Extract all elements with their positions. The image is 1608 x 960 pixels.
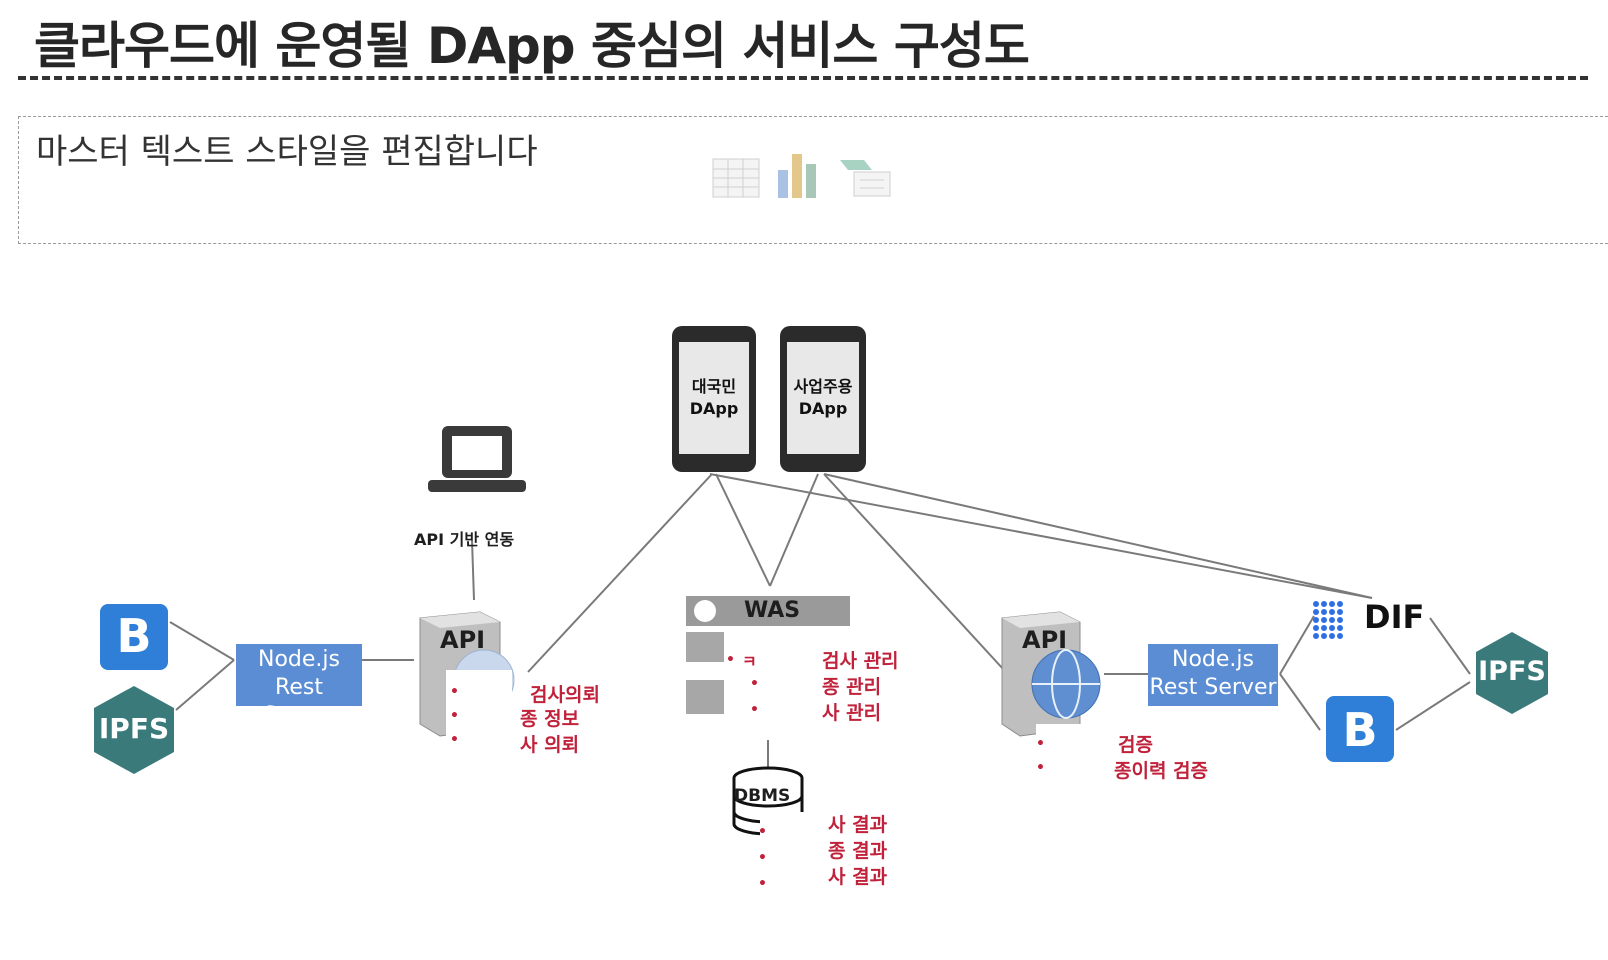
dbms-note-bullet: • [758, 824, 767, 840]
left-ipfs-label: IPFS [98, 712, 170, 745]
left-ipfs-hexagon [94, 686, 174, 774]
title-divider [18, 76, 1588, 80]
was-note-bullet: • [726, 652, 735, 668]
was-label: WAS [744, 598, 801, 623]
connector-lines [169, 473, 1471, 768]
left-overlay [446, 670, 512, 760]
left-blockchain-icon: B [100, 604, 168, 670]
phone-citizen-dapp [672, 326, 756, 472]
placeholder-text: 마스터 텍스트 스타일을 편집합니다 [36, 132, 538, 172]
was-block [686, 596, 850, 714]
slide-title: 클라우드에 운영될 DApp 중심의 서비스 구성도 [34, 17, 1030, 75]
dbms-overlay [760, 812, 826, 892]
phone-business-dapp [780, 326, 866, 472]
dbms-note: 종 결과 [828, 840, 888, 862]
was-note-prefix: ㅋ [742, 652, 757, 671]
svg-text:B: B [116, 609, 151, 663]
insert-table-icon[interactable] [712, 158, 762, 200]
was-dot [694, 600, 716, 622]
insert-chart-icon[interactable] [776, 150, 826, 200]
dbms-note: 사 결과 [828, 866, 888, 888]
right-overlay [1036, 724, 1112, 778]
insert-smartart-icon[interactable] [838, 158, 894, 200]
right-ipfs-hexagon [1476, 632, 1548, 714]
left-note-bullet: • [450, 684, 459, 700]
right-blockchain-icon: B [1326, 696, 1394, 762]
left-note-bullet: • [450, 732, 459, 748]
was-note: 사 관리 [822, 702, 882, 724]
right-globe-icon [1031, 649, 1101, 719]
right-note-bullet: • [1036, 760, 1045, 776]
dif-logo-mark [1313, 601, 1343, 639]
dif-label: DIF [1364, 598, 1425, 636]
svg-text:B: B [1342, 703, 1377, 757]
was-overlay [730, 644, 814, 728]
left-note: 검사의뢰 [530, 684, 600, 706]
left-note-bullet: • [450, 708, 459, 724]
content-placeholder[interactable] [18, 116, 1608, 244]
dbms-note-bullet: • [758, 850, 767, 866]
dbms-label: DBMS [734, 786, 791, 806]
dbms-note-bullet: • [758, 876, 767, 892]
was-note: 검사 관리 [822, 650, 899, 672]
left-note: 종 정보 [520, 708, 580, 730]
dbms-note: 사 결과 [828, 814, 888, 836]
laptop-icon [428, 426, 526, 492]
was-note-bullet: • [750, 702, 759, 718]
laptop-caption: API 기반 연동 [414, 530, 515, 549]
right-api-label: API [1022, 626, 1068, 654]
right-note: 종이력 검증 [1114, 760, 1209, 782]
left-note: 사 의뢰 [520, 734, 580, 756]
was-note-bullet: • [750, 676, 759, 692]
right-ipfs-label: IPFS [1478, 656, 1546, 687]
right-note-bullet: • [1036, 736, 1045, 752]
was-note: 종 관리 [822, 676, 882, 698]
left-api-label: API [440, 626, 486, 654]
right-note: 검증 [1118, 734, 1153, 756]
